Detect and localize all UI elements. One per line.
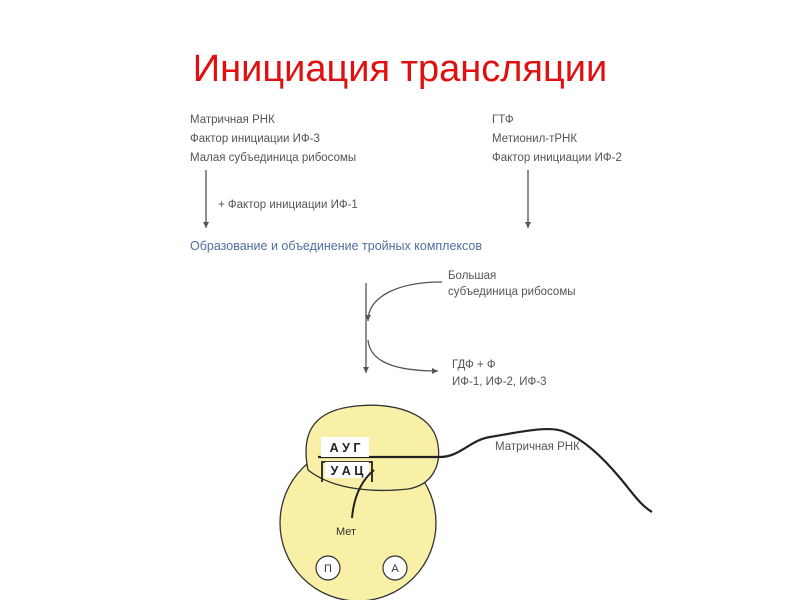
mrna-label: Матричная РНК [495,441,580,453]
left-input-if3: Фактор инициации ИФ-3 [190,133,320,145]
mrna-strand [318,427,653,513]
complex-formation-label: Образование и объединение тройных компле… [190,239,483,253]
anticodon-box [325,462,369,478]
codon-text: А У Г [330,441,361,455]
codon-box [321,437,369,457]
met-label: Мет [336,526,356,538]
released-factors-label: ГДФ + Ф ИФ-1, ИФ-2, ИФ-3 [452,359,547,388]
right-input-if2: Фактор инициации ИФ-2 [492,152,622,164]
left-input-list: Матричная РНК Фактор инициации ИФ-3 Мала… [190,111,356,168]
trna-stem [351,469,375,519]
left-input-small-subunit: Малая субъединица рибосомы [190,152,357,164]
a-site [382,555,408,581]
large-subunit-label: Большая субъединица рибосомы [448,270,576,298]
a-site-label: А [391,563,399,575]
left-input-mrna: Матричная РНК [190,114,275,126]
large-subunit-arrow [365,281,443,322]
p-site-label: П [324,563,332,575]
right-input-gtp: ГТФ [492,114,514,126]
p-site [315,555,341,581]
released-factors-arrow [367,339,439,374]
if1-label: + Фактор инициации ИФ-1 [218,199,358,211]
page-title: Инициация трансляции [192,48,608,90]
right-input-list: ГТФ Метионил-тРНК Фактор инициации ИФ-2 [492,111,622,168]
anticodon-text: У А Ц [331,464,365,478]
right-input-met-trna: Метионил-тРНК [492,133,578,145]
